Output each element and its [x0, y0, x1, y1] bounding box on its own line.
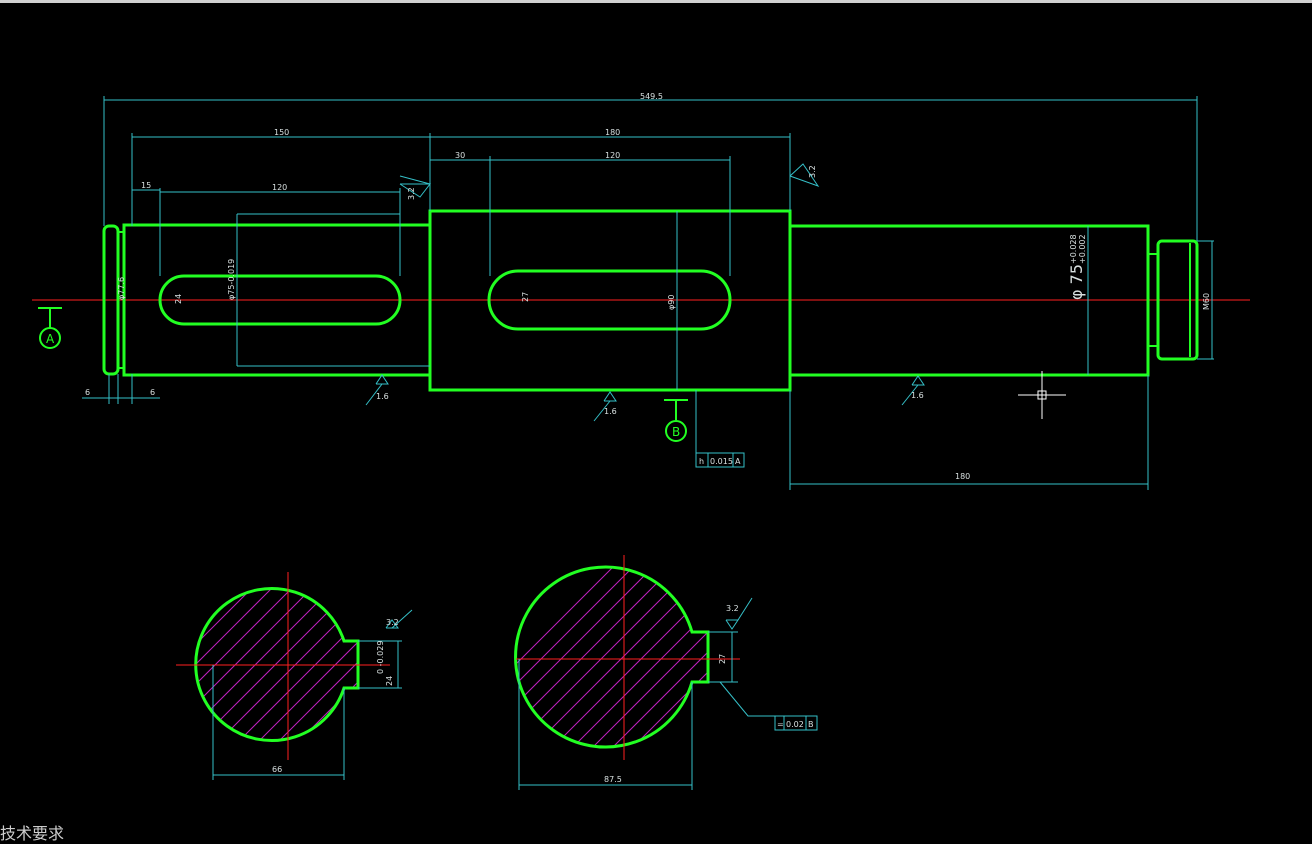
sec2-roughness: 3.2	[726, 604, 739, 613]
tolerance-frame-1	[695, 390, 745, 468]
roughness-value-3: 1.6	[376, 392, 389, 401]
sec1-roughness: 3.2	[386, 618, 399, 627]
roughness-symbol-1	[399, 175, 432, 198]
tol2-datum: B	[808, 720, 814, 729]
roughness-symbol-2	[789, 163, 820, 187]
dim-right-segment: 180	[955, 472, 970, 481]
thread-end	[1156, 239, 1199, 361]
dim-key2-width: 27	[521, 292, 530, 302]
section-2-outline	[514, 565, 710, 749]
dim-seg2: 180	[605, 128, 620, 137]
section-2-hatch	[515, 567, 708, 747]
dim-key2-length: 120	[605, 151, 620, 160]
dimension-lines-bottom	[82, 374, 1149, 490]
keyway-left	[158, 274, 402, 326]
section-1-outline	[194, 587, 360, 742]
tol2-value: 0.02	[786, 720, 804, 729]
dim-dia-mid: φ90	[667, 295, 676, 310]
roughness-symbol-3	[365, 374, 389, 406]
tol2-symbol: =	[777, 720, 784, 729]
datum-b-label: B	[672, 425, 680, 439]
section-2-dims	[518, 597, 775, 790]
dim-shoulder: 30	[455, 151, 465, 160]
dim-dia-right-tol-up: +0.028	[1069, 234, 1078, 264]
dim-key1-width: 24	[174, 294, 183, 304]
shaft-outline	[102, 209, 1199, 392]
section-1-hatch	[195, 588, 358, 741]
window-top-border	[0, 0, 1312, 3]
cad-cursor-crosshair	[1018, 371, 1066, 419]
dim-groove-left: 6	[85, 388, 90, 397]
roughness-symbol-4	[593, 391, 617, 422]
dim-overall-length: 549.5	[640, 92, 663, 101]
roughness-value-1: 3.2	[407, 187, 416, 200]
dim-thread: M60	[1202, 293, 1211, 310]
sec1-tol: 0 -0.029	[376, 641, 385, 674]
diameter-dims	[236, 211, 1214, 390]
sec1-width: 66	[272, 765, 282, 774]
sec1-depth: 24	[385, 676, 394, 686]
roughness-symbol-5	[901, 375, 925, 406]
tol1-datum: A	[735, 457, 741, 466]
dim-dia-right-tol-dn: +0.002	[1078, 234, 1087, 264]
dimension-lines-top	[103, 96, 1198, 276]
dim-key1-offset: 15	[141, 181, 151, 190]
dim-dia-left: φ75-0.019	[227, 259, 236, 300]
dim-key1-length: 120	[272, 183, 287, 192]
section-1-dims	[212, 609, 413, 780]
sec2-width: 87.5	[604, 775, 622, 784]
sec2-depth: 27	[718, 654, 727, 664]
roughness-value-2: 3.2	[808, 165, 817, 178]
keyway-middle	[487, 269, 732, 331]
datum-a-label: A	[46, 332, 55, 346]
technical-requirements-heading: 技术要求	[0, 824, 65, 843]
datum-a-marker	[38, 307, 62, 349]
datum-b-marker	[664, 399, 688, 442]
roughness-value-4: 1.6	[604, 407, 617, 416]
dim-seg1: 150	[274, 128, 289, 137]
dim-groove-right: 6	[150, 388, 155, 397]
tol1-symbol: h	[699, 457, 704, 466]
tolerance-frame-2	[774, 715, 818, 731]
roughness-value-5: 1.6	[911, 391, 924, 400]
dim-dia-right: φ 75	[1067, 264, 1086, 300]
tol1-value: 0.015	[710, 457, 733, 466]
dim-end-dia: φ77.6	[117, 277, 126, 300]
